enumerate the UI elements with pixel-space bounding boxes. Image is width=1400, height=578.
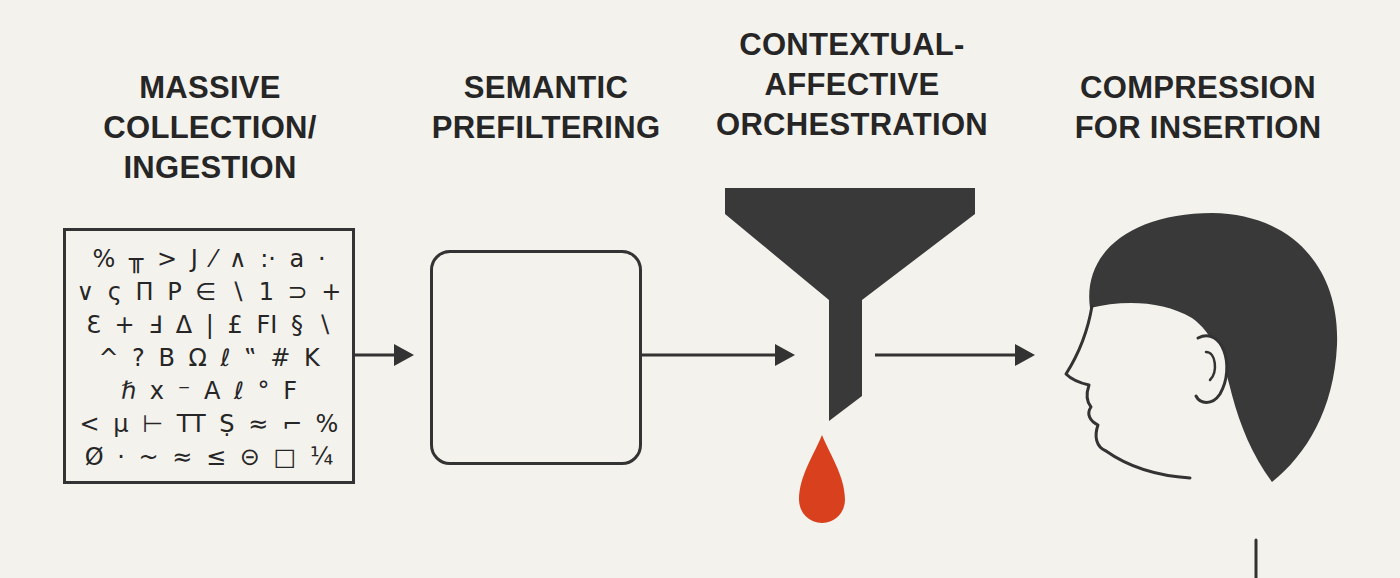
funnel-outline	[725, 188, 975, 421]
arrow-line	[875, 354, 1017, 357]
flow-arrow	[355, 344, 414, 366]
flow-arrow	[875, 344, 1035, 366]
head-profile-art	[1045, 210, 1340, 578]
ink-drop	[799, 435, 845, 523]
glyph-field: % ╥ > J ⁄ ∧ :· a ·∨ ς Π Ρ ∈ ∖ 1 ⊃ +Ɛ + Ⅎ…	[67, 243, 351, 474]
glyph-text: % ╥ > J ⁄ ∧ :· a ·	[67, 243, 351, 276]
stage-heading: MASSIVE COLLECTION/ INGESTION	[85, 68, 335, 188]
ear-outline	[1196, 336, 1227, 403]
ear-inner	[1206, 352, 1215, 380]
flow-arrow	[642, 344, 795, 366]
hair-shape	[1089, 213, 1337, 482]
glyph-text: ℏ x ⁻ A ℓ ° F	[67, 375, 351, 408]
arrow-line	[355, 354, 396, 357]
head-profile: COMPRESSION FOR INSERTION	[1045, 210, 1340, 578]
stage-heading: SEMANTIC PREFILTERING	[411, 68, 681, 148]
arrow-head	[1015, 344, 1035, 366]
funnel-shape-art	[795, 188, 875, 422]
glyph-text: < μ ⊢ TT Ṣ ≈ ⌐ %	[67, 408, 351, 441]
arrow-head	[394, 344, 414, 366]
stage-heading: COMPRESSION FOR INSERTION	[1058, 68, 1338, 148]
glyph-text: Ɛ + Ⅎ Δ | £ FI § ∖	[67, 309, 351, 342]
funnel-shape: CONTEXTUAL- AFFECTIVE ORCHESTRATION	[795, 188, 875, 422]
face-outline	[1066, 306, 1190, 478]
glyph-text: ∨ ς Π Ρ ∈ ∖ 1 ⊃ +	[67, 276, 351, 309]
glyph-text: ^ ? B Ω ℓ ‟ # K	[67, 342, 351, 375]
filter-box: SEMANTIC PREFILTERING	[430, 250, 642, 465]
arrow-line	[642, 354, 777, 357]
arrow-head	[775, 344, 795, 366]
glyph-text: Ø · ~ ≈ ≤ ⊝ □ ¼	[67, 441, 351, 474]
stage-heading: CONTEXTUAL- AFFECTIVE ORCHESTRATION	[697, 25, 1007, 145]
neck-line	[1255, 540, 1258, 578]
